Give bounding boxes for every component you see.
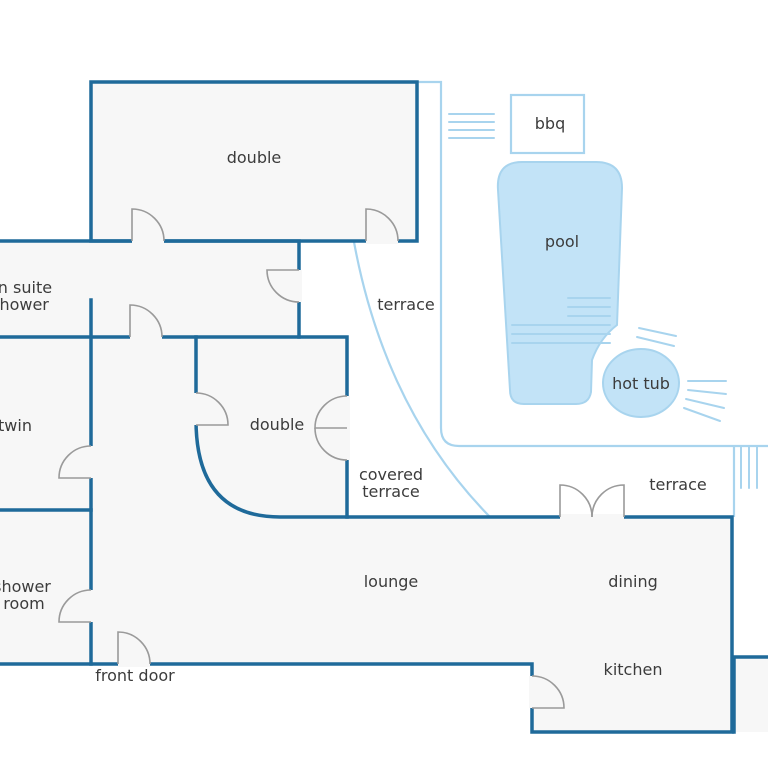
label-dining: dining	[608, 572, 657, 591]
terrace-boundary	[417, 80, 768, 448]
bbq-box	[509, 93, 586, 155]
steam-lines-bbq	[448, 113, 495, 139]
label-bbq: bbq	[535, 114, 565, 133]
pool-steps	[511, 297, 611, 344]
label-covered-terrace-line1: covered	[359, 465, 423, 484]
doors	[58, 208, 625, 709]
label-double-mid: double	[250, 415, 305, 434]
door-double-top-left[interactable]	[131, 208, 165, 244]
label-lounge: lounge	[364, 572, 419, 591]
label-twin: twin	[0, 416, 32, 435]
door-double-top-right[interactable]	[365, 208, 399, 244]
door-kitchen[interactable]	[529, 675, 565, 709]
label-double-top: double	[227, 148, 282, 167]
door-en-suite-right[interactable]	[266, 269, 302, 303]
door-shower-room[interactable]	[58, 589, 94, 623]
label-en-suite-line1: en suite	[0, 278, 52, 297]
label-en-suite-line2: shower	[0, 295, 49, 314]
door-twin[interactable]	[58, 445, 94, 479]
covered-terrace-arc	[352, 241, 491, 518]
label-terrace-upper: terrace	[377, 295, 434, 314]
floors	[0, 82, 768, 732]
label-front-door: front door	[95, 666, 175, 685]
pool-shape	[496, 161, 624, 405]
label-terrace-lower: terrace	[649, 475, 706, 494]
pool-area	[448, 93, 758, 489]
outdoor-boundaries	[352, 80, 768, 518]
door-front[interactable]	[117, 631, 151, 667]
label-shower-line2: room	[3, 594, 44, 613]
label-kitchen: kitchen	[604, 660, 663, 679]
label-covered-terrace-line2: terrace	[362, 482, 419, 501]
door-double-mid[interactable]	[193, 392, 229, 426]
label-hot-tub: hot tub	[612, 374, 670, 393]
label-shower-line1: shower	[0, 577, 51, 596]
door-covered-terrace-double[interactable]	[314, 395, 350, 461]
door-en-suite-bottom[interactable]	[129, 304, 163, 340]
label-pool: pool	[545, 232, 579, 251]
room-labels: double en suite shower twin double showe…	[0, 114, 707, 685]
door-dining-terrace-double[interactable]	[559, 484, 625, 520]
terrace-steps	[740, 445, 758, 489]
hot-tub-shape	[602, 348, 680, 418]
steam-lines-hot-tub	[636, 327, 727, 422]
